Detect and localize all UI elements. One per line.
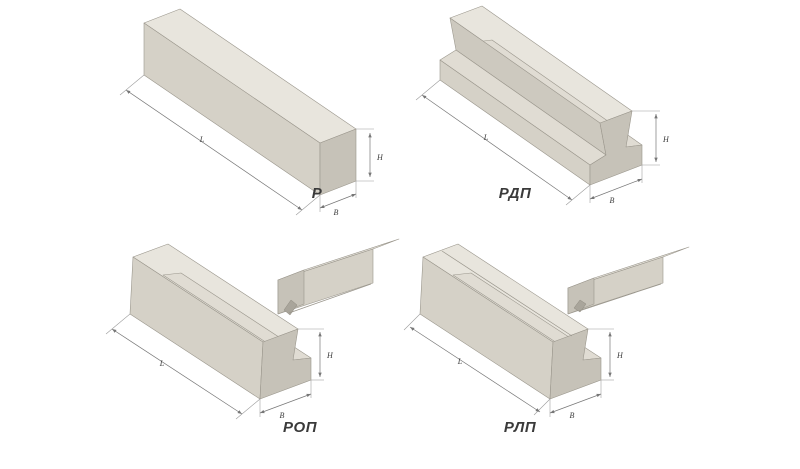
dim-label-length: L — [457, 357, 463, 366]
figure-rlp-drawing: L H B — [403, 243, 690, 420]
figure-caption-rdp: РДП — [498, 185, 532, 202]
dimension-line — [549, 393, 602, 414]
dimension-line — [111, 328, 243, 415]
dimension-length: L — [403, 313, 551, 416]
dim-label-height: H — [662, 135, 670, 144]
dimension-width: B — [589, 165, 643, 205]
plank-groove-line — [288, 283, 372, 314]
extension-line — [415, 79, 441, 101]
plank-body — [277, 238, 400, 316]
beam-body — [419, 243, 602, 400]
plank-end-face — [567, 277, 595, 315]
dimension-height: H — [356, 128, 384, 182]
dim-label-height: H — [376, 153, 384, 162]
dimension-height: H — [298, 328, 334, 381]
dimension-length: L — [415, 79, 591, 206]
dim-label-width: B — [334, 208, 339, 217]
plank-notch — [283, 299, 298, 316]
figure-caption-r: Р — [311, 185, 323, 202]
dimension-height: H — [588, 328, 624, 381]
plank-body — [567, 246, 690, 315]
beam-body — [129, 243, 312, 400]
extension-line — [105, 313, 131, 335]
extension-line — [533, 398, 551, 416]
extension-line — [403, 313, 421, 331]
dimension-line — [319, 193, 357, 209]
dim-label-length: L — [159, 359, 165, 368]
dim-label-length: L — [483, 133, 489, 142]
dim-label-height: H — [326, 351, 334, 360]
dimension-width: B — [319, 181, 357, 217]
dimension-width: B — [549, 380, 602, 420]
dimension-line — [589, 178, 643, 200]
figure-caption-rlp: РЛП — [503, 419, 537, 436]
dim-label-height: H — [616, 351, 624, 360]
figure-r-drawing: L H B — [119, 8, 384, 217]
dimension-line — [125, 89, 303, 211]
extension-line — [565, 184, 591, 206]
beam-body — [439, 5, 643, 186]
figure-rop-drawing: L H B — [105, 238, 400, 420]
dim-label-width: B — [570, 411, 575, 420]
figure-rdp-drawing: L H B — [415, 5, 670, 206]
dimension-width: B — [259, 380, 312, 420]
dim-label-width: B — [280, 411, 285, 420]
dimension-height: H — [632, 110, 670, 166]
dimension-line — [421, 94, 573, 201]
beam-body — [143, 8, 357, 196]
dimension-line — [409, 326, 541, 413]
dim-label-width: B — [610, 196, 615, 205]
plank-groove-line — [578, 283, 662, 312]
extension-line — [295, 194, 321, 216]
dimension-line — [259, 393, 312, 414]
dimension-length: L — [105, 313, 261, 420]
dim-label-length: L — [199, 135, 205, 144]
extension-line — [119, 74, 145, 96]
extension-line — [235, 398, 261, 420]
dimension-length: L — [119, 74, 321, 216]
plank-notch — [573, 299, 587, 313]
beam-top-groove-line — [441, 250, 573, 337]
figure-caption-rop: РОП — [283, 419, 317, 436]
